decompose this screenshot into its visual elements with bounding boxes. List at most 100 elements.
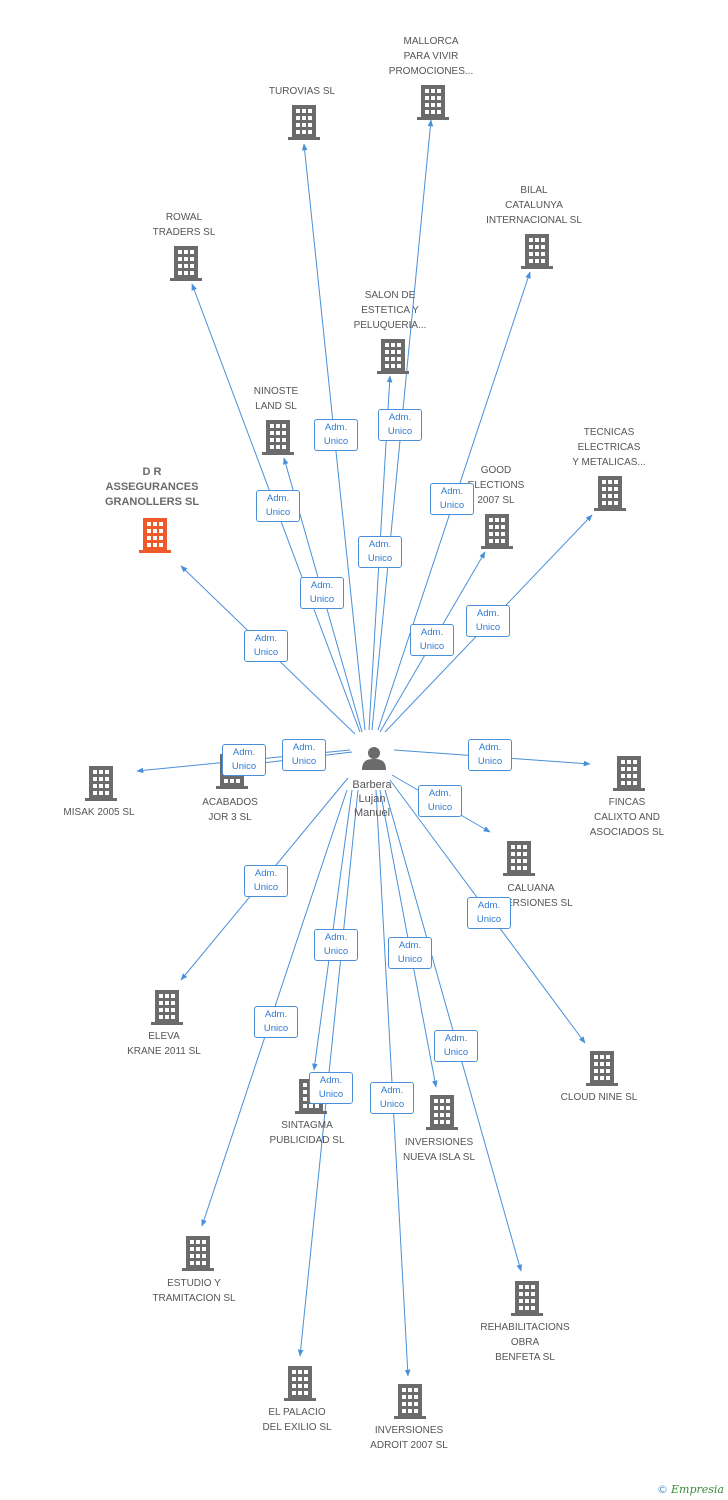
building-icon[interactable] — [394, 1384, 426, 1419]
company-label-rowal[interactable]: ROWAL TRADERS SL — [153, 210, 216, 240]
building-icon[interactable] — [139, 518, 171, 553]
relation-badge-text: Adm. — [319, 1075, 343, 1086]
company-name-line: ROWAL — [165, 212, 203, 223]
relation-badge-text: Unico — [265, 507, 291, 518]
building-icon[interactable] — [481, 514, 513, 549]
relation-badge-text: Adm. — [292, 742, 316, 753]
relation-badge-text: Adm. — [476, 608, 500, 619]
relation-badge[interactable]: Adm.Unico — [370, 1082, 414, 1114]
relation-badge-text: Unico — [318, 1089, 344, 1100]
company-label-cloud[interactable]: CLOUD NINE SL — [561, 1090, 638, 1105]
relation-badge-text: Adm. — [232, 747, 256, 758]
relation-badge[interactable]: Adm.Unico — [282, 739, 326, 771]
relation-badge[interactable]: Adm.Unico — [466, 605, 510, 637]
relation-badge[interactable]: Adm.Unico — [300, 577, 344, 609]
relation-badge-text: Adm. — [388, 412, 412, 423]
building-icon[interactable] — [288, 105, 320, 140]
person-icon[interactable] — [362, 747, 386, 770]
relation-badge[interactable]: Adm.Unico — [244, 865, 288, 897]
company-name-line: JOR 3 SL — [208, 812, 252, 823]
brand-name: Empresia — [671, 1483, 724, 1496]
relation-badge-text: Adm. — [266, 493, 290, 504]
building-icon[interactable] — [586, 1051, 618, 1086]
building-icon[interactable] — [511, 1281, 543, 1316]
company-label-turovias[interactable]: TUROVIAS SL — [269, 84, 335, 99]
relation-badge[interactable]: Adm. Unico — [378, 409, 422, 441]
relation-badge[interactable]: Adm.Unico — [388, 937, 432, 969]
building-icon[interactable] — [170, 246, 202, 281]
relation-badge-text: Unico — [419, 641, 445, 652]
relation-badge[interactable]: Adm. Unico — [309, 1072, 353, 1104]
relation-badge[interactable]: Adm.Unico — [254, 1006, 298, 1038]
building-icon[interactable] — [151, 990, 183, 1025]
relation-badge-text: Unico — [367, 553, 393, 564]
relation-badge-text: Unico — [387, 426, 413, 437]
relation-badge[interactable]: Adm.Unico — [358, 536, 402, 568]
company-name-line: TRADERS SL — [152, 227, 216, 238]
relation-badge[interactable]: Adm.Unico — [430, 483, 474, 515]
building-icon[interactable] — [262, 420, 294, 455]
building-icon[interactable] — [594, 476, 626, 511]
relation-badge-text: Unico — [253, 647, 279, 658]
relation-badge-text: Adm. — [380, 1085, 404, 1096]
relation-badge-text: Adm. — [428, 788, 452, 799]
relation-badge[interactable]: Adm. Unico — [468, 739, 512, 771]
company-name-line: SINTAGMA — [281, 1120, 333, 1131]
building-icon[interactable] — [417, 85, 449, 120]
relation-badge[interactable]: Adm. Unico — [256, 490, 300, 522]
relation-badge[interactable]: Adm.Unico — [222, 744, 266, 776]
building-icon[interactable] — [521, 234, 553, 269]
company-name-line: SALON DE — [364, 290, 416, 301]
company-label-misak[interactable]: MISAK 2005 SL — [63, 805, 134, 820]
relation-badge[interactable]: Adm. Unico — [410, 624, 454, 656]
relation-badge[interactable]: Adm.Unico — [434, 1030, 478, 1062]
center-person-name[interactable]: Barbera Lujan Manuel — [352, 778, 391, 820]
relation-badge-text: Adm. — [478, 742, 502, 753]
company-name-line: CALUANA — [507, 883, 555, 894]
company-name-line: TRAMITACION SL — [152, 1293, 236, 1304]
relation-badge[interactable]: Adm.Unico — [467, 897, 511, 929]
relation-badge-text: Unico — [477, 756, 503, 767]
building-icon[interactable] — [284, 1366, 316, 1401]
relation-badge-text: Unico — [263, 1023, 289, 1034]
company-name-line: ADROIT 2007 SL — [370, 1440, 448, 1451]
company-label-estudio[interactable]: ESTUDIO Y TRAMITACION SL — [152, 1276, 235, 1306]
company-name-line: ESTETICA Y — [361, 305, 419, 316]
building-icon[interactable] — [613, 756, 645, 791]
company-name-line: MISAK 2005 SL — [63, 807, 135, 818]
company-name-line: ASOCIADOS SL — [589, 827, 665, 838]
company-name-line: ESTUDIO Y — [167, 1278, 221, 1289]
relation-badge-text: Adm. — [420, 627, 444, 638]
relation-badge[interactable]: Adm.Unico — [314, 419, 358, 451]
building-icon[interactable] — [85, 766, 117, 801]
company-name-line: CLOUD NINE SL — [560, 1092, 638, 1103]
building-icon[interactable] — [503, 841, 535, 876]
relation-badge[interactable]: Adm.Unico — [244, 630, 288, 662]
company-name-line: ELECTRICAS — [577, 442, 641, 453]
company-name-line: Y METALICAS... — [572, 457, 646, 468]
company-name-line: GRANOLLERS SL — [104, 496, 200, 508]
relation-badge-text: Unico — [397, 954, 423, 965]
building-icon[interactable] — [182, 1236, 214, 1271]
relation-badge[interactable]: Adm.Unico — [418, 785, 462, 817]
company-name-line: PARA VIVIR — [403, 51, 459, 62]
building-icon[interactable] — [377, 339, 409, 374]
building-icon[interactable] — [426, 1095, 458, 1130]
relation-badge[interactable]: Adm.Unico — [314, 929, 358, 961]
